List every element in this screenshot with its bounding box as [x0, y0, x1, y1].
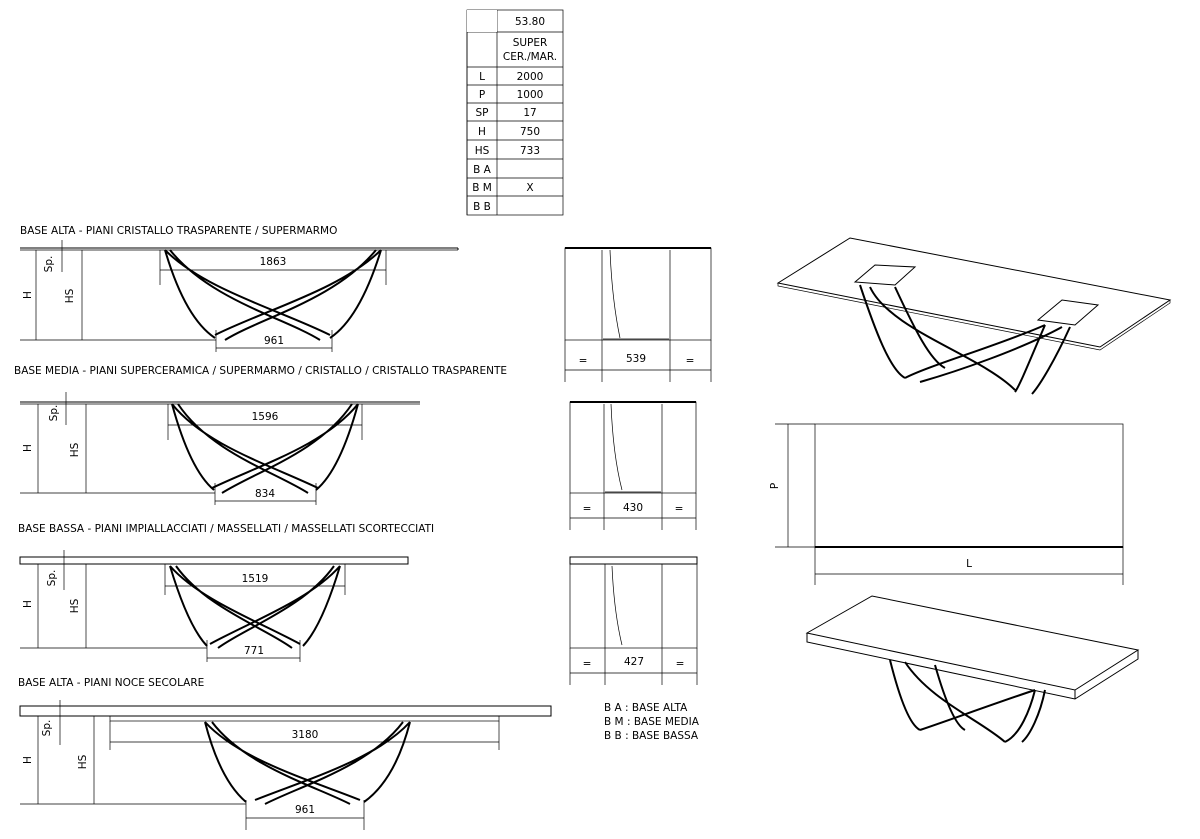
spec-key: SP	[476, 107, 489, 119]
side-view-noce-secolare: BASE ALTA - PIANI NOCE SECOLARE H HS Sp.…	[18, 677, 552, 830]
end-width-dim: 430	[623, 502, 643, 514]
dim-h: H	[22, 444, 34, 452]
spec-value: 733	[520, 145, 540, 157]
end-width-dim: 427	[624, 656, 644, 668]
end-view-1: = 539 =	[564, 247, 712, 382]
legend: B A : BASE ALTA B M : BASE MEDIA B B : B…	[604, 702, 700, 742]
bottom-width-dim: 961	[295, 804, 315, 816]
legend-item: B B : BASE BASSA	[604, 730, 699, 742]
perspective-view-glass	[776, 237, 1172, 395]
spec-header-line1: SUPER	[513, 37, 548, 49]
end-view-2: = 430 =	[569, 401, 697, 530]
top-width-dim: 1519	[242, 573, 269, 585]
bottom-width-dim: 961	[264, 335, 284, 347]
bottom-width-dim: 771	[244, 645, 264, 657]
side-view-title: BASE MEDIA - PIANI SUPERCERAMICA / SUPER…	[14, 365, 507, 377]
spec-table: 53.80 SUPER CER./MAR. L 2000 P 1000 SP 1…	[466, 9, 564, 216]
dim-hs: HS	[69, 442, 81, 457]
spec-header-line2: CER./MAR.	[503, 51, 557, 63]
dim-h: H	[22, 291, 34, 299]
spec-value: 17	[523, 107, 536, 119]
side-view-title: BASE BASSA - PIANI IMPIALLACCIATI / MASS…	[18, 523, 434, 535]
spec-value: 2000	[517, 71, 544, 83]
legend-item: B A : BASE ALTA	[604, 702, 688, 714]
spec-key: B A	[473, 164, 492, 176]
top-width-dim: 1863	[260, 256, 287, 268]
equal-mark: =	[583, 658, 592, 670]
length-label: L	[966, 558, 972, 570]
equal-mark: =	[686, 355, 695, 367]
spec-key: L	[479, 71, 485, 83]
side-view-base-media: BASE MEDIA - PIANI SUPERCERAMICA / SUPER…	[14, 365, 507, 505]
perspective-view-solid	[805, 595, 1140, 743]
spec-key: B B	[473, 201, 491, 213]
depth-label: P	[769, 483, 781, 489]
end-width-dim: 539	[626, 353, 646, 365]
dim-sp: Sp.	[46, 570, 58, 587]
dim-hs: HS	[64, 288, 76, 303]
spec-key: B M	[472, 182, 492, 194]
legend-item: B M : BASE MEDIA	[604, 716, 700, 728]
dim-sp: Sp.	[43, 256, 55, 273]
dim-h: H	[22, 756, 34, 764]
spec-key: P	[479, 89, 485, 101]
dim-h: H	[22, 600, 34, 608]
side-view-title: BASE ALTA - PIANI CRISTALLO TRASPARENTE …	[20, 225, 337, 237]
dim-hs: HS	[77, 754, 89, 769]
top-width-dim: 1596	[252, 411, 279, 423]
spec-key: H	[478, 126, 486, 138]
side-view-base-alta: BASE ALTA - PIANI CRISTALLO TRASPARENTE …	[20, 225, 459, 352]
equal-mark: =	[676, 658, 685, 670]
end-view-3: = 427 =	[569, 556, 698, 685]
equal-mark: =	[675, 503, 684, 515]
spec-value: X	[526, 182, 533, 194]
spec-value: 1000	[517, 89, 544, 101]
spec-model: 53.80	[515, 16, 545, 28]
spec-key: HS	[475, 145, 490, 157]
equal-mark: =	[579, 355, 588, 367]
plan-view: P L	[769, 423, 1124, 585]
side-view-title: BASE ALTA - PIANI NOCE SECOLARE	[18, 677, 204, 689]
side-view-base-bassa: BASE BASSA - PIANI IMPIALLACCIATI / MASS…	[18, 523, 434, 662]
equal-mark: =	[583, 503, 592, 515]
spec-value: 750	[520, 126, 540, 138]
dim-sp: Sp.	[41, 720, 53, 737]
bottom-width-dim: 834	[255, 488, 275, 500]
top-width-dim: 3180	[292, 729, 319, 741]
dim-hs: HS	[69, 598, 81, 613]
dim-sp: Sp.	[48, 405, 60, 422]
